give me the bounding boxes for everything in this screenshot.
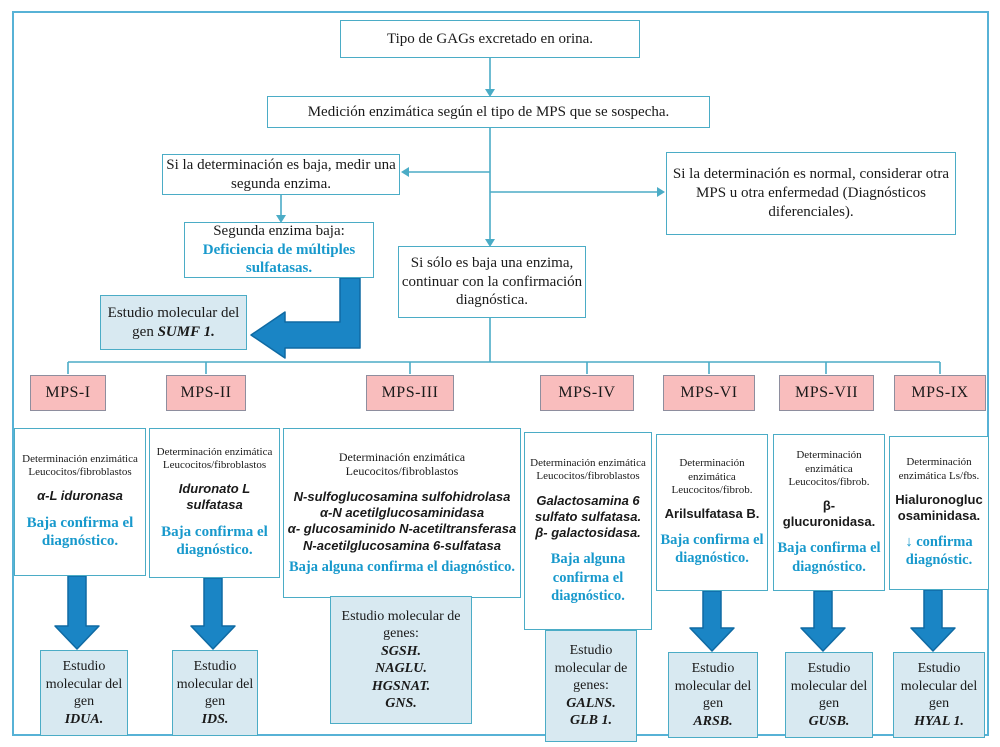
box-gags-text: Tipo de GAGs excretado en orina.	[386, 30, 594, 47]
box-second-enzyme-low: Segunda enzima baja: Deficiencia de múlt…	[184, 222, 374, 278]
gene-sumf1: SUMF 1.	[157, 323, 215, 340]
molecular-intro: Estudio molecular del gen	[790, 661, 868, 711]
thick-arrow-mps-vii	[800, 590, 846, 652]
thick-arrow-mps-ix	[910, 589, 956, 652]
molecular-box-mps-vii: Estudio molecular del gen GUSB.	[785, 652, 873, 738]
det-box-mps-vii: Determinación enzimática Leucocitos/fibr…	[773, 434, 885, 591]
mps-iv-label: MPS-IV	[540, 375, 634, 411]
molecular-box-mps-vi: Estudio molecular del gen ARSB.	[668, 652, 758, 738]
enzyme-list: Arilsulfatasa B.	[664, 506, 760, 522]
det-box-mps-ix: Determinación enzimática Ls/fbs. Hialuro…	[889, 436, 989, 590]
mps-vii-label: MPS-VII	[779, 375, 874, 411]
diagram-outer-border	[12, 11, 989, 736]
det-header: Determinación enzimática Leucocitos/fibr…	[671, 457, 753, 496]
det-box-mps-vi: Determinación enzimática Leucocitos/fibr…	[656, 434, 768, 591]
box-determination-low-text: Si la determinación es baja, medir una s…	[166, 156, 396, 192]
molecular-box-mps-iv: Estudio molecular de genes: GALNS. GLB 1…	[545, 630, 637, 742]
enzyme-list: Iduronato L sulfatasa	[178, 481, 251, 513]
mps-vi-label: MPS-VI	[663, 375, 755, 411]
box-gags-urine: Tipo de GAGs excretado en orina.	[340, 20, 640, 58]
gene-names: GUSB.	[808, 713, 850, 729]
box-determination-low: Si la determinación es baja, medir una s…	[162, 154, 400, 195]
molecular-intro: Estudio molecular del gen	[674, 661, 752, 711]
thick-arrow-mps-vi	[689, 590, 735, 652]
molecular-box-mps-i: Estudio molecular del gen IDUA.	[40, 650, 128, 736]
det-header: Determinación enzimática Leucocitos/fibr…	[22, 452, 138, 479]
box-single-enzyme-low: Si sólo es baja una enzima, continuar co…	[398, 246, 586, 318]
det-box-mps-iv: Determinación enzimática Leucocitos/fibr…	[524, 432, 652, 630]
box-enzymatic-measurement: Medición enzimática según el tipo de MPS…	[267, 96, 710, 128]
molecular-intro: Estudio molecular de genes:	[341, 608, 461, 642]
det-header: Determinación enzimática Leucocitos/fibr…	[338, 450, 466, 479]
molecular-intro: Estudio molecular de genes:	[554, 643, 628, 694]
thick-arrow-mps-ii	[190, 577, 236, 650]
result-text: Baja confirma el diagnóstico.	[777, 540, 881, 575]
molecular-intro: Estudio molecular del gen	[45, 659, 123, 709]
sumf-intro-text: Estudio molecular del gen SUMF 1.	[107, 304, 240, 340]
molecular-box-mps-ii: Estudio molecular del gen IDS.	[172, 650, 258, 736]
enzyme-list: Hialuronogluc osaminidasa.	[895, 491, 983, 524]
mps-i-label: MPS-I	[30, 375, 106, 411]
gene-names: SGSH. NAGLU. HGSNAT. GNS.	[371, 643, 431, 712]
molecular-box-mps-ix: Estudio molecular del gen HYAL 1.	[893, 652, 985, 738]
mps-iii-text: MPS-III	[381, 384, 439, 401]
det-header: Determinación enzimática Leucocitos/fibr…	[788, 449, 870, 488]
gene-names: IDS.	[201, 711, 229, 727]
molecular-intro: Estudio molecular del gen	[176, 659, 254, 709]
det-header: Determinación enzimática Ls/fbs.	[898, 456, 980, 482]
box-determination-normal: Si la determinación es normal, considera…	[666, 152, 956, 235]
gene-names: ARSB.	[693, 713, 733, 729]
mps-vi-text: MPS-VI	[680, 384, 738, 401]
result-text: Baja confirma el diagnóstico.	[161, 523, 268, 559]
mps-ii-label: MPS-II	[166, 375, 246, 411]
result-text: Baja confirma el diagnóstico.	[26, 514, 134, 550]
molecular-intro: Estudio molecular del gen	[900, 661, 978, 711]
det-box-mps-ii: Determinación enzimática Leucocitos/fibr…	[149, 428, 280, 578]
enzyme-list: N-sulfoglucosamina sulfohidrolasa α-N ac…	[287, 488, 517, 553]
det-header: Determinación enzimática Leucocitos/fibr…	[530, 457, 646, 483]
box-enzymatic-measurement-text: Medición enzimática según el tipo de MPS…	[307, 103, 670, 120]
mps-ii-text: MPS-II	[180, 384, 232, 401]
result-text: Baja confirma el diagnóstico.	[660, 532, 764, 567]
result-text: Baja alguna confirma el diagnóstico.	[550, 551, 626, 604]
box-single-enzyme-low-text: Si sólo es baja una enzima, continuar co…	[401, 254, 583, 309]
mps-vii-text: MPS-VII	[794, 384, 859, 401]
det-header: Determinación enzimática Leucocitos/fibr…	[156, 445, 273, 471]
box-determination-normal-text: Si la determinación es normal, considera…	[672, 166, 950, 220]
mps-iv-text: MPS-IV	[558, 384, 616, 401]
enzyme-list: α-L iduronasa	[37, 488, 123, 504]
mps-ix-label: MPS-IX	[894, 375, 986, 411]
enzyme-list: β- glucuronidasa.	[782, 497, 876, 530]
gene-names: HYAL 1.	[914, 713, 964, 729]
mps-ix-text: MPS-IX	[911, 384, 969, 401]
det-box-mps-i: Determinación enzimática Leucocitos/fibr…	[14, 428, 146, 576]
thick-elbow-arrow-sumf	[250, 277, 361, 359]
result-text: ↓ confirma diagnóstic.	[905, 534, 973, 569]
gene-names: IDUA.	[64, 711, 104, 727]
result-text: Baja alguna confirma el diagnóstico.	[289, 558, 515, 575]
multiple-sulfatase-deficiency-label: Deficiencia de múltiples sulfatasas.	[202, 241, 356, 277]
flow-lines	[67, 58, 941, 374]
box-molecular-sumf1: Estudio molecular del gen SUMF 1.	[100, 295, 247, 350]
thick-arrow-mps-i	[54, 575, 100, 650]
mps-i-text: MPS-I	[45, 384, 91, 401]
flow-arrowheads	[276, 89, 665, 247]
molecular-box-mps-iii: Estudio molecular de genes: SGSH. NAGLU.…	[330, 596, 472, 724]
second-enzyme-low-label: Segunda enzima baja:	[213, 222, 345, 239]
mps-iii-label: MPS-III	[366, 375, 454, 411]
enzyme-list: Galactosamina 6 sulfato sulfatasa. β- ga…	[534, 492, 642, 541]
det-box-mps-iii: Determinación enzimática Leucocitos/fibr…	[283, 428, 521, 598]
gene-names: GALNS. GLB 1.	[566, 695, 616, 729]
